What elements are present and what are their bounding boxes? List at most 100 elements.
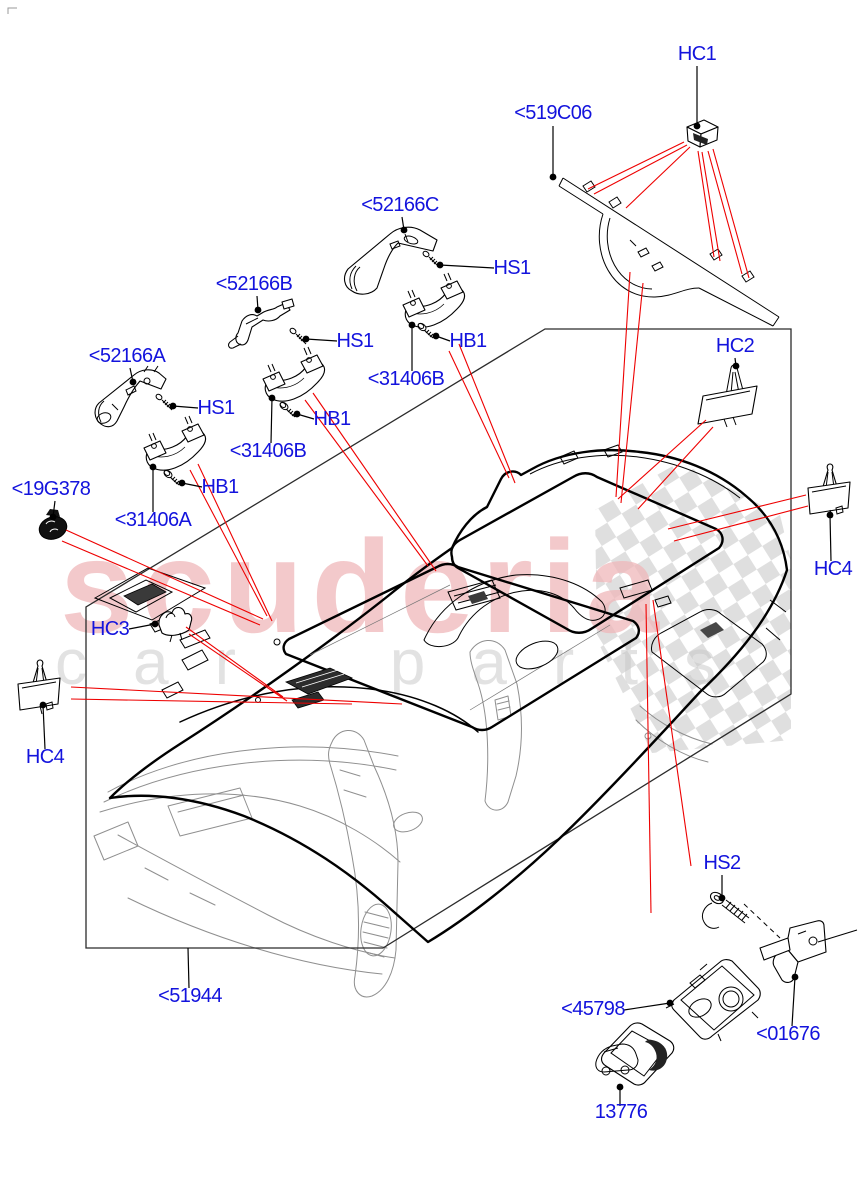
part-hc4-clip-left-drawing bbox=[17, 659, 61, 715]
label-hs2[interactable]: HS2 bbox=[703, 852, 741, 874]
part-hb1-bolt-left-drawing bbox=[162, 468, 180, 486]
leader-dot bbox=[169, 402, 177, 410]
part-52166c-bracket-drawing bbox=[343, 226, 438, 295]
part-52166a-bracket-drawing bbox=[94, 365, 167, 428]
leader-line bbox=[172, 405, 199, 409]
leader-dot bbox=[549, 173, 557, 181]
label-hb1-c[interactable]: HB1 bbox=[201, 476, 239, 498]
red-callout-line bbox=[70, 698, 353, 705]
part-13776-lamp-lens-drawing bbox=[595, 1022, 675, 1086]
leader-dot bbox=[400, 226, 408, 234]
label-hb1-a[interactable]: HB1 bbox=[449, 330, 487, 352]
label-519c06[interactable]: <519C06 bbox=[514, 102, 593, 124]
leader-line bbox=[791, 976, 796, 1027]
leader-dot bbox=[436, 261, 444, 269]
windscreen-and-pillars-sketch bbox=[93, 640, 713, 998]
leader-dot bbox=[616, 1083, 624, 1091]
part-31406b-left-handle-drawing bbox=[262, 346, 326, 402]
label-hc4-l[interactable]: HC4 bbox=[26, 746, 65, 768]
label-13776[interactable]: 13776 bbox=[595, 1101, 649, 1123]
label-hs1-a[interactable]: HS1 bbox=[493, 257, 531, 279]
diagram-frame bbox=[85, 328, 792, 949]
part-hc3-clip-drawing bbox=[158, 606, 193, 643]
label-hs1-b[interactable]: HS1 bbox=[336, 330, 374, 352]
label-hs1-c[interactable]: HS1 bbox=[197, 397, 235, 419]
checkered-watermark bbox=[595, 462, 791, 753]
red-callout-line bbox=[197, 463, 273, 622]
red-callout-line bbox=[615, 271, 631, 498]
red-callout-lines bbox=[61, 141, 809, 914]
red-callout-line bbox=[188, 633, 288, 702]
leader-dot bbox=[129, 378, 137, 386]
part-hs1-screw-drawing bbox=[422, 250, 440, 268]
part-52166b-bracket-drawing bbox=[228, 298, 295, 349]
leader-line bbox=[829, 514, 832, 562]
part-01676-bracket-drawing bbox=[759, 920, 858, 983]
label-45798[interactable]: <45798 bbox=[561, 998, 626, 1020]
label-52166c[interactable]: <52166C bbox=[361, 194, 439, 216]
leader-dot bbox=[693, 122, 701, 130]
leader-dot bbox=[149, 463, 157, 471]
label-51944[interactable]: <51944 bbox=[158, 985, 223, 1007]
label-01676[interactable]: <01676 bbox=[756, 1023, 821, 1045]
part-hs1-screw-mid-drawing bbox=[288, 326, 307, 345]
leader-line bbox=[305, 338, 338, 342]
leader-dot bbox=[151, 620, 159, 628]
leader-line bbox=[623, 1002, 671, 1011]
part-hs1-screw-left-drawing bbox=[154, 392, 173, 411]
red-callout-line bbox=[61, 540, 261, 626]
label-31406a[interactable]: <31406A bbox=[115, 509, 193, 531]
part-45798-lamp-housing-drawing bbox=[665, 959, 761, 1042]
part-hb1-bolt-drawing bbox=[417, 322, 434, 339]
leader-dot bbox=[39, 701, 47, 709]
red-callout-line bbox=[189, 469, 268, 617]
red-callout-line bbox=[587, 141, 685, 190]
label-31406b-a[interactable]: <31406B bbox=[368, 368, 445, 390]
label-hc4-r[interactable]: HC4 bbox=[814, 558, 853, 580]
red-callout-line bbox=[701, 151, 721, 262]
part-hc1-clip-drawing bbox=[686, 119, 719, 148]
red-callout-line bbox=[458, 343, 516, 484]
label-52166a[interactable]: <52166A bbox=[89, 345, 167, 367]
watermark-car-parts: car parts bbox=[55, 626, 762, 698]
part-519c06-trim-strip-drawing bbox=[558, 177, 780, 327]
crescent-icon bbox=[645, 1039, 668, 1071]
red-callout-line bbox=[448, 350, 510, 479]
red-callout-line bbox=[304, 399, 429, 567]
label-hc3[interactable]: HC3 bbox=[91, 618, 130, 640]
leader-dot bbox=[666, 999, 674, 1007]
red-callout-line bbox=[185, 626, 284, 698]
part-grab-handle-drawing bbox=[402, 272, 466, 328]
leader-dot bbox=[432, 332, 440, 340]
part-hc4-clip-drawing bbox=[807, 463, 851, 519]
black-leader-lines bbox=[39, 66, 834, 1106]
part-hb1-bolt-mid-drawing bbox=[278, 400, 296, 418]
leader-dot bbox=[254, 306, 262, 314]
red-callout-line bbox=[697, 150, 715, 258]
label-19g378[interactable]: <19G378 bbox=[12, 478, 92, 500]
red-callout-line bbox=[645, 603, 652, 914]
label-52166b[interactable]: <52166B bbox=[216, 273, 293, 295]
label-hc1[interactable]: HC1 bbox=[678, 43, 717, 65]
leader-dot bbox=[178, 479, 186, 487]
label-hb1-b[interactable]: HB1 bbox=[313, 408, 351, 430]
red-callout-line bbox=[312, 392, 437, 572]
label-31406b-b[interactable]: <31406B bbox=[230, 440, 307, 462]
red-callout-line bbox=[712, 148, 750, 279]
leader-dot bbox=[732, 362, 740, 370]
page-corner-mark bbox=[7, 7, 17, 14]
leader-line bbox=[187, 947, 190, 989]
leader-dot bbox=[302, 335, 310, 343]
leader-line bbox=[42, 704, 46, 750]
red-callout-line bbox=[707, 150, 743, 275]
part-hs2-screw-drawing bbox=[701, 891, 781, 939]
leader-dot bbox=[791, 973, 799, 981]
label-hc2[interactable]: HC2 bbox=[716, 335, 755, 357]
part-51944-headliner-drawing bbox=[93, 444, 789, 944]
part-31406a-handle-drawing bbox=[143, 415, 207, 471]
leader-dot bbox=[268, 394, 276, 402]
leader-dot bbox=[408, 321, 416, 329]
red-callout-line bbox=[70, 686, 403, 705]
